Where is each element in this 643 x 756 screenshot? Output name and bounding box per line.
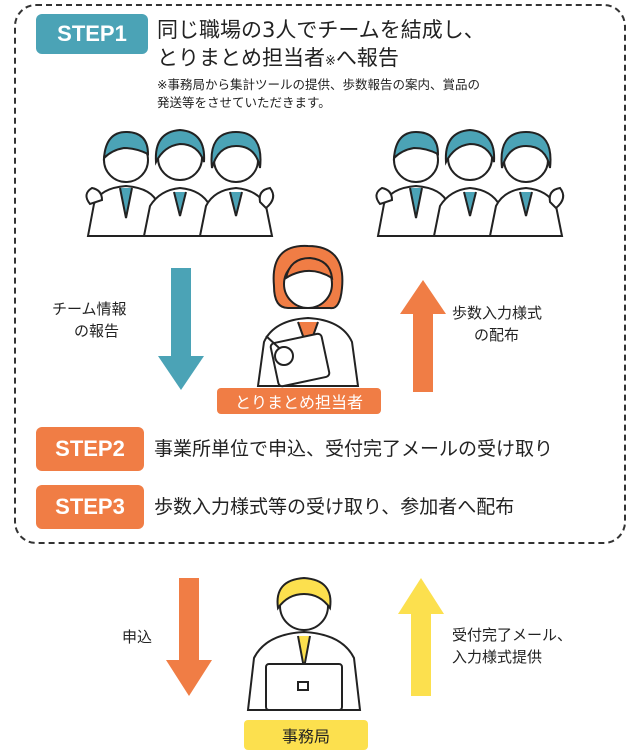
coordinator-illustration — [256, 244, 360, 388]
office-label: 事務局 — [244, 720, 368, 750]
step2-badge: STEP2 — [36, 427, 144, 471]
distribute-label-2: の配布 — [474, 326, 520, 344]
step1-title-line1: 同じ職場の3人でチームを結成し、 — [157, 18, 485, 42]
team-group-left-illustration — [85, 128, 275, 237]
step1-title-mark: ※ — [325, 54, 336, 69]
step1-note-line1: ※事務局から集計ツールの提供、歩数報告の案内、賞品の — [157, 77, 480, 92]
step1-badge: STEP1 — [36, 14, 148, 54]
process-frame — [14, 4, 626, 544]
team-group-right-illustration — [375, 128, 565, 237]
up-arrow-orange — [400, 280, 446, 392]
reply-label-1: 受付完了メール、 — [452, 626, 573, 644]
step1-title-line2: とりまとめ担当者※へ報告 — [157, 42, 399, 72]
team-report-label-2: の報告 — [74, 322, 120, 340]
reply-label-2: 入力様式提供 — [452, 648, 543, 666]
step2-text: 事業所単位で申込、受付完了メールの受け取り — [154, 438, 554, 460]
team-report-label-1: チーム情報 — [52, 300, 127, 318]
up-arrow-yellow — [398, 578, 444, 696]
office-worker-illustration — [246, 576, 362, 711]
step1-note-line2: 発送等をさせていただきます。 — [157, 95, 331, 110]
step1-title-coordinator: とりまとめ担当者 — [157, 46, 325, 70]
down-arrow-teal — [158, 268, 204, 390]
apply-label: 申込 — [122, 628, 153, 646]
distribute-label-1: 歩数入力様式 — [452, 304, 543, 322]
step3-text: 歩数入力様式等の受け取り、参加者へ配布 — [154, 496, 515, 518]
step1-title-end: へ報告 — [335, 46, 399, 70]
coordinator-label: とりまとめ担当者 — [217, 388, 381, 414]
down-arrow-orange — [166, 578, 212, 696]
step3-badge: STEP3 — [36, 485, 144, 529]
